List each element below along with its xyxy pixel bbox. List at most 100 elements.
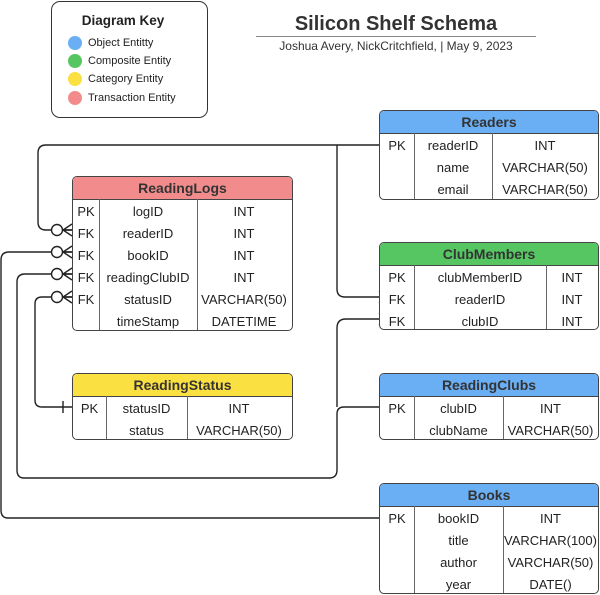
legend-item-object: Object Entitty xyxy=(68,35,153,51)
page-title: Silicon Shelf Schema xyxy=(294,13,498,35)
crows-foot xyxy=(61,290,73,304)
column-divider xyxy=(414,506,415,593)
column-divider xyxy=(503,506,504,593)
entity-title: ReadingLogs xyxy=(73,177,292,200)
cell-type: VARCHAR(50) xyxy=(196,423,282,438)
diagram-key: Diagram Key Object Entitty Composite Ent… xyxy=(51,1,208,118)
legend-label: Category Entity xyxy=(88,73,164,85)
relationship-line xyxy=(336,145,379,298)
cell-type: INT xyxy=(534,138,556,153)
cell-type: VARCHAR(50) xyxy=(507,555,594,570)
cell-field: timeStamp xyxy=(116,314,180,329)
table-row: PK logID INT xyxy=(73,201,292,223)
cell-key: PK xyxy=(80,401,99,416)
cell-type: VARCHAR(50) xyxy=(502,182,588,197)
cell-key: FK xyxy=(388,314,406,329)
crows-foot xyxy=(61,223,73,237)
cell-type: VARCHAR(100) xyxy=(504,533,597,548)
cell-key xyxy=(380,530,414,552)
cell-field: readerID xyxy=(427,138,479,153)
legend-label: Transaction Entity xyxy=(88,92,176,104)
cell-field: status xyxy=(129,423,164,438)
column-divider xyxy=(492,133,493,199)
zero-many-circle xyxy=(50,223,64,237)
cell-field: logID xyxy=(132,204,164,219)
table-row: email VARCHAR(50) xyxy=(380,179,598,199)
page-subtitle: Joshua Avery, NickCritchfield, | May 9, … xyxy=(256,36,536,55)
column-divider xyxy=(414,396,415,439)
cell-field: clubMemberID xyxy=(437,270,523,285)
cell-field: clubID xyxy=(440,401,477,416)
legend-item-category: Category Entity xyxy=(68,71,163,87)
cell-type: INT xyxy=(233,248,255,263)
cell-field: clubName xyxy=(429,423,488,438)
green-dot-icon xyxy=(68,54,82,68)
zero-many-circle xyxy=(50,245,64,259)
cell-type: INT xyxy=(228,401,250,416)
cell-key: PK xyxy=(388,401,406,416)
yellow-dot-icon xyxy=(68,72,82,86)
table-row: author VARCHAR(50) xyxy=(380,552,598,574)
blue-dot-icon xyxy=(68,36,82,50)
cell-key xyxy=(73,311,99,330)
cell-type: INT xyxy=(233,226,255,241)
cell-type: DATE() xyxy=(529,577,572,592)
red-dot-icon xyxy=(68,91,82,105)
cell-field: name xyxy=(436,160,470,175)
cell-field: email xyxy=(437,182,469,197)
column-divider xyxy=(503,396,504,439)
cell-key xyxy=(380,552,414,574)
cell-key xyxy=(73,420,106,439)
legend-item-composite: Composite Entity xyxy=(68,53,171,69)
cell-type: INT xyxy=(233,204,255,219)
crows-foot xyxy=(61,245,73,259)
cell-key: FK xyxy=(77,292,95,307)
crows-foot xyxy=(61,267,73,281)
legend-label: Composite Entity xyxy=(88,55,172,67)
entity-title: Books xyxy=(380,484,598,507)
column-divider xyxy=(414,265,415,329)
relationship-line xyxy=(0,251,379,519)
column-divider xyxy=(99,199,100,330)
cell-field: statusID xyxy=(124,292,172,307)
column-divider xyxy=(106,396,107,439)
zero-many-circle xyxy=(50,290,64,304)
cell-type: INT xyxy=(540,511,561,526)
entity-title: ClubMembers xyxy=(380,243,598,266)
entity-title: ReadingStatus xyxy=(73,374,292,397)
relationship-line xyxy=(37,144,379,231)
column-divider xyxy=(546,265,547,329)
cell-key: PK xyxy=(77,204,95,219)
cell-field: title xyxy=(448,533,469,548)
relationship-line xyxy=(336,318,379,407)
relationship-line xyxy=(34,296,72,408)
cell-type: VARCHAR(50) xyxy=(507,423,594,438)
relationship-line xyxy=(16,273,379,479)
cell-field: readerID xyxy=(454,292,506,307)
cell-type: INT xyxy=(233,270,255,285)
cell-key: PK xyxy=(388,511,406,526)
cell-field: readerID xyxy=(122,226,174,241)
cell-field: year xyxy=(445,577,472,592)
table-row: year DATE() xyxy=(380,574,598,593)
cell-field: clubID xyxy=(461,314,499,329)
cell-key: FK xyxy=(388,292,406,307)
cell-field: author xyxy=(440,555,477,570)
entity-title: Readers xyxy=(380,111,598,134)
cell-key: PK xyxy=(388,270,406,285)
